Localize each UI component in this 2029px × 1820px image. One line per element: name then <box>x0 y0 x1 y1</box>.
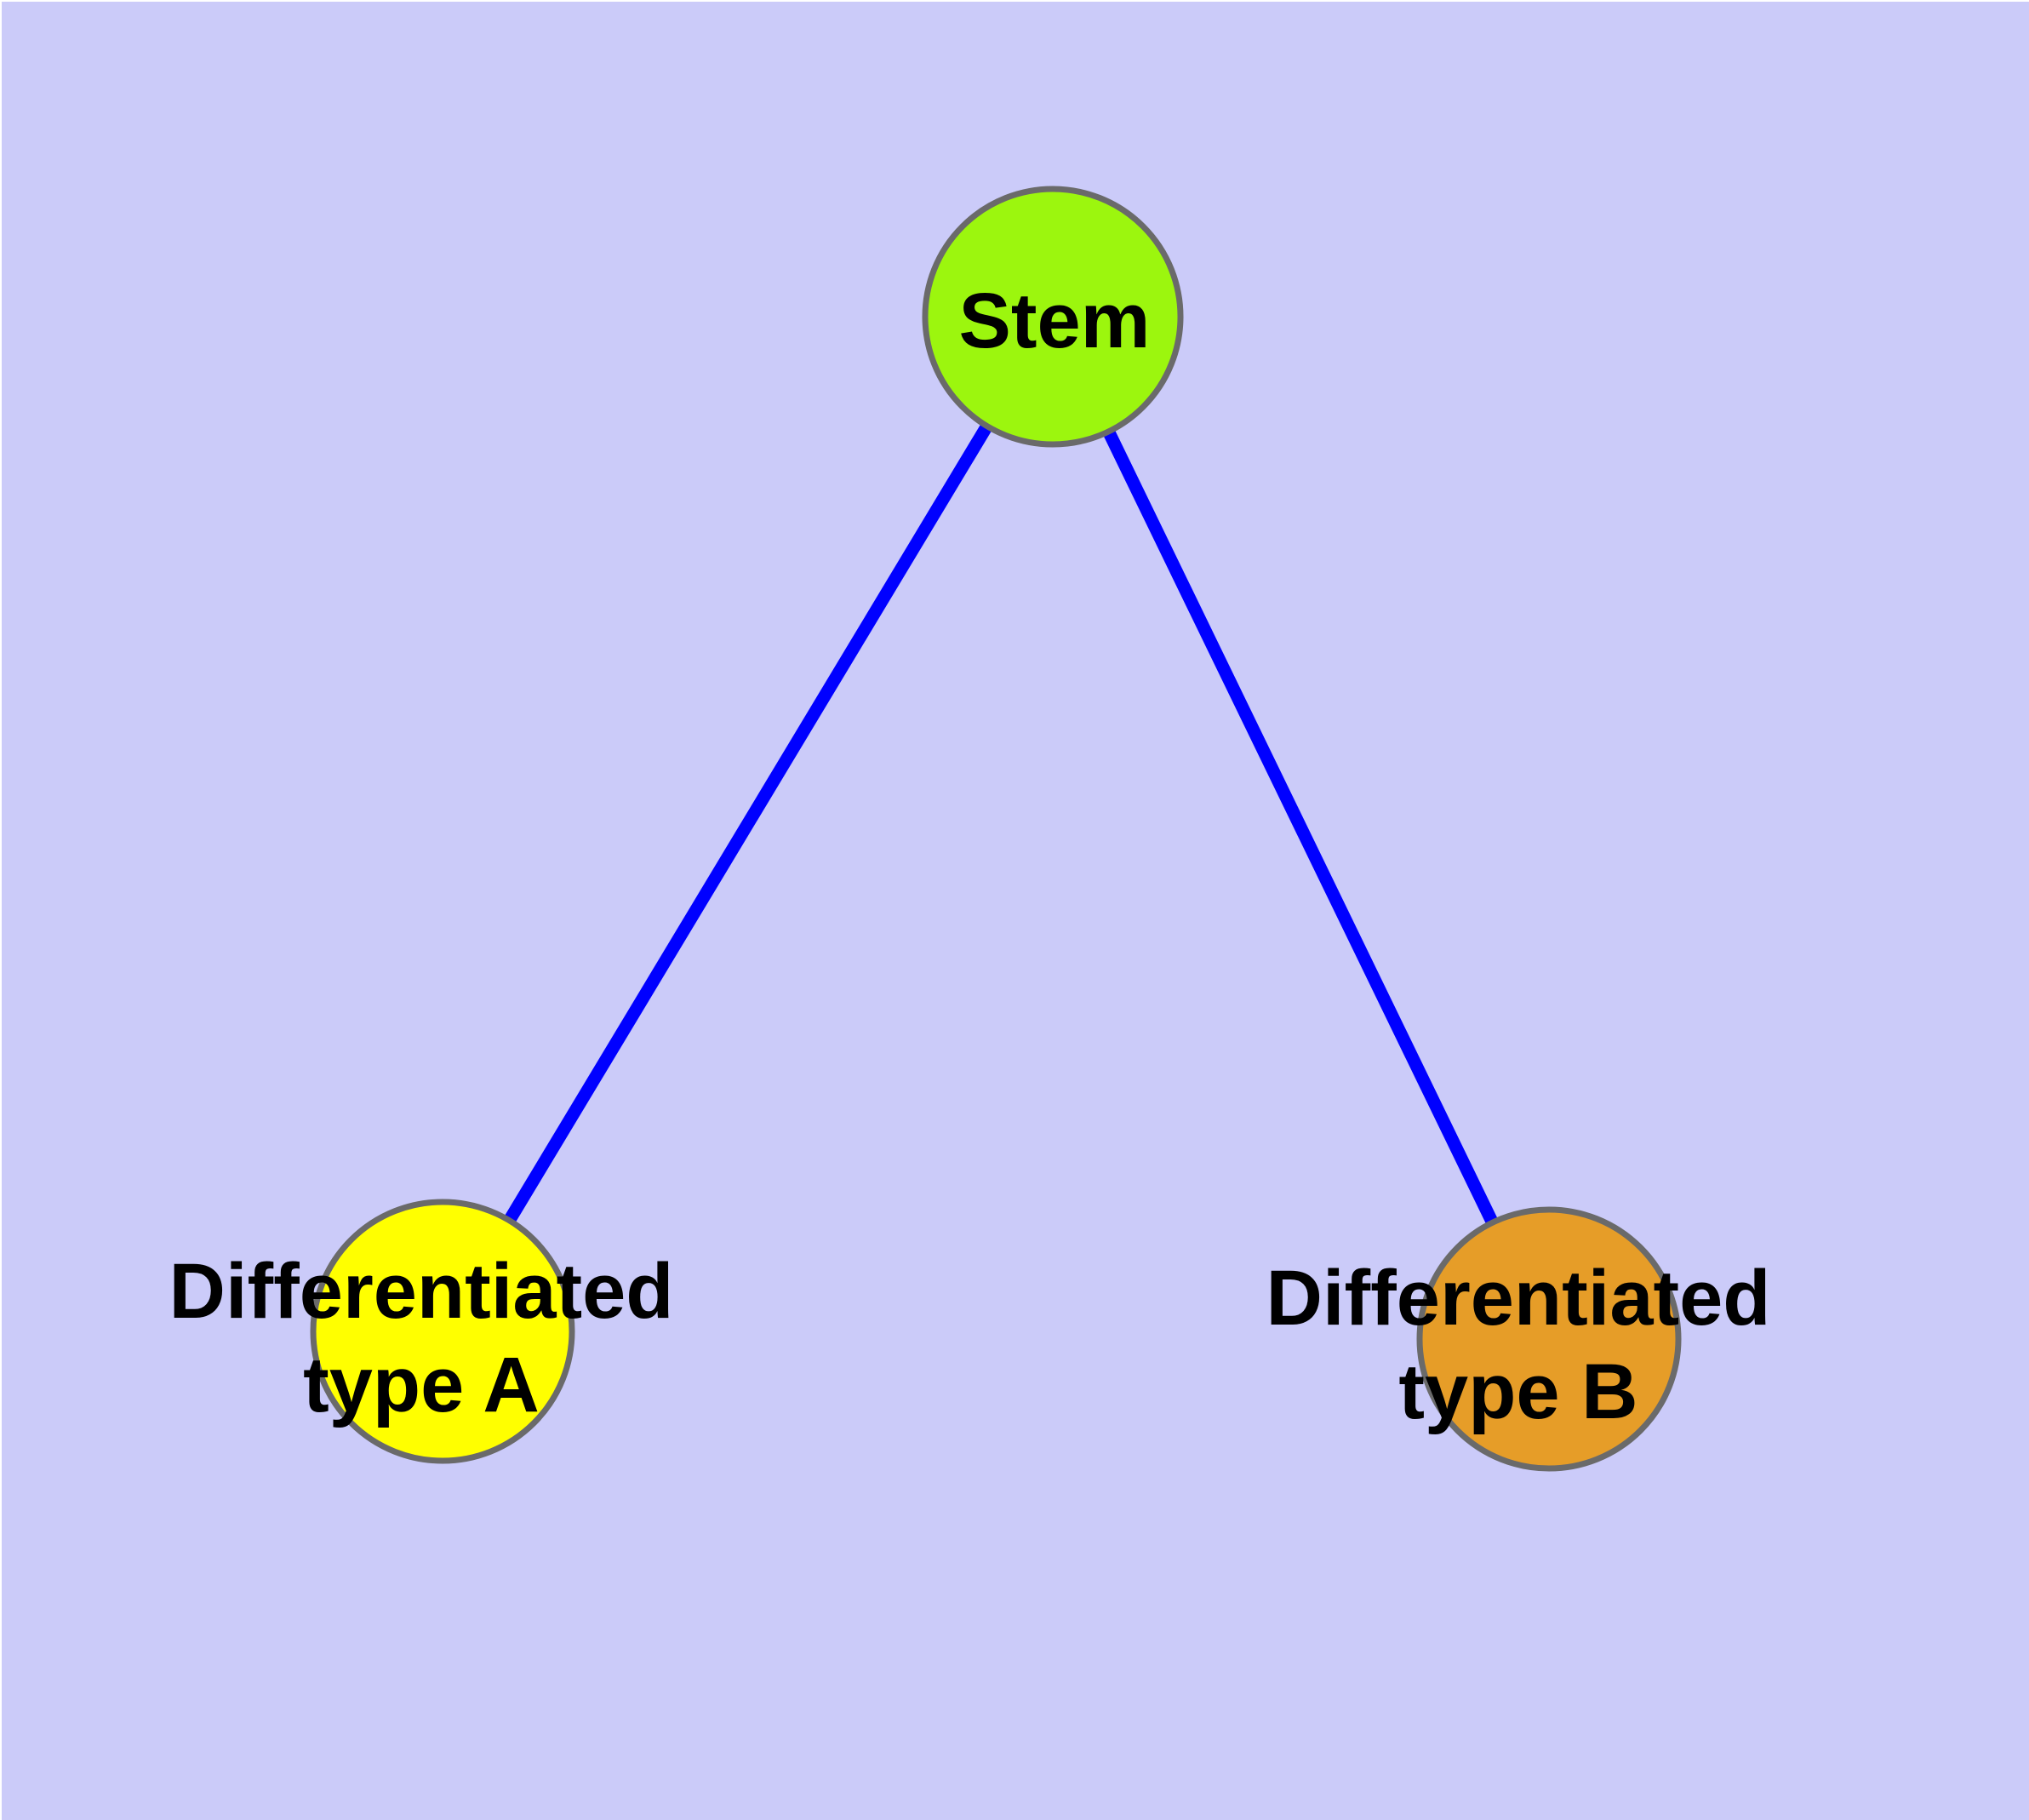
node-differentiated-type-b <box>1416 1206 1682 1472</box>
edge-stem-to-type-b <box>1047 313 1555 1342</box>
edge-stem-to-type-a <box>437 313 1059 1335</box>
node-stem <box>922 186 1184 448</box>
node-differentiated-type-a <box>310 1199 575 1464</box>
